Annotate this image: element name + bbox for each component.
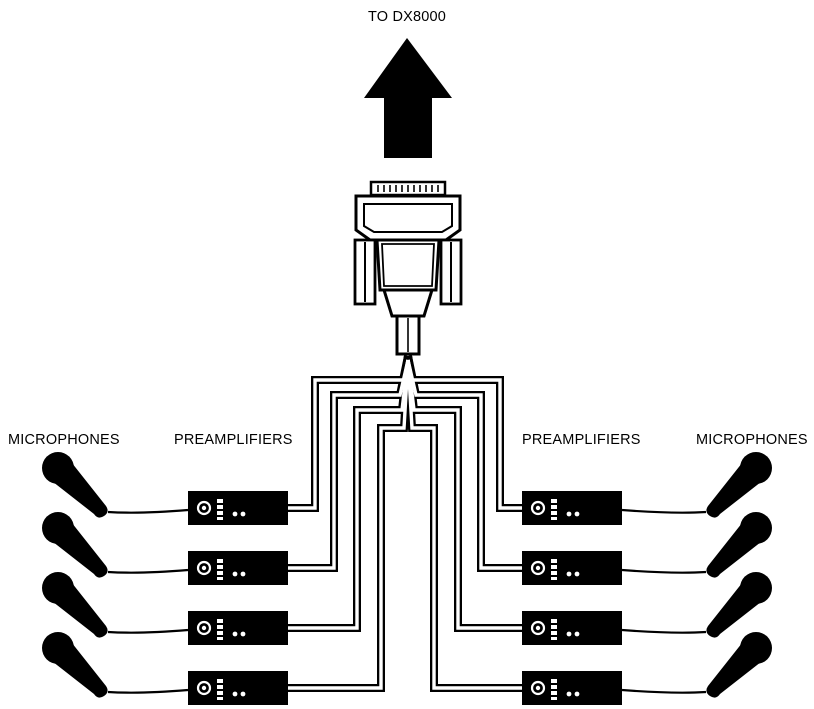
microphone-icon — [42, 452, 108, 518]
microphone-icon — [706, 512, 772, 578]
right-microphones-label: MICROPHONES — [696, 432, 808, 448]
microphone-icon — [706, 452, 772, 518]
preamplifier-icon — [520, 669, 624, 707]
microphone-icon — [706, 572, 772, 638]
preamplifier-icon — [186, 549, 290, 587]
microphone-icon — [42, 512, 108, 578]
db25-connector-icon — [353, 180, 463, 356]
cable-harness — [288, 355, 522, 692]
preamplifier-icon — [186, 489, 290, 527]
preamplifier-icon — [520, 489, 624, 527]
preamplifier-icon — [186, 609, 290, 647]
microphone-icon — [706, 632, 772, 698]
destination-label: TO DX8000 — [368, 9, 446, 25]
microphone-icon — [42, 572, 108, 638]
microphone-cables — [107, 508, 707, 694]
preamplifier-icon — [520, 549, 624, 587]
left-preamplifiers-label: PREAMPLIFIERS — [174, 432, 293, 448]
preamplifier-icon — [186, 669, 290, 707]
preamplifier-icon — [520, 609, 624, 647]
left-microphones-label: MICROPHONES — [8, 432, 120, 448]
right-preamplifiers-label: PREAMPLIFIERS — [522, 432, 641, 448]
up-arrow-icon — [364, 38, 452, 158]
microphone-icon — [42, 632, 108, 698]
